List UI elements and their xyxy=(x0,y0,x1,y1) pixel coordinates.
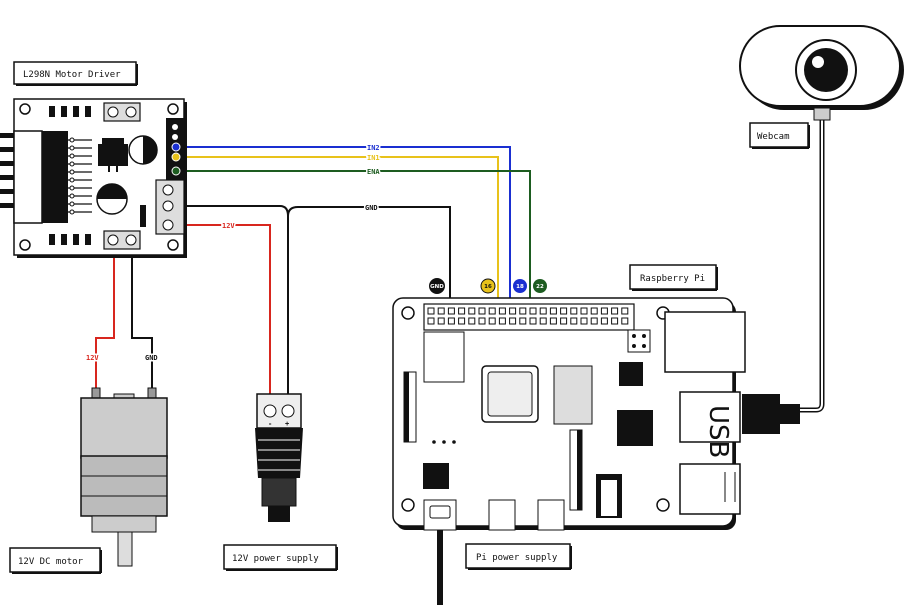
gpio-pin xyxy=(427,307,435,315)
gpio-pin xyxy=(488,307,496,315)
gpio-pin xyxy=(519,317,527,325)
jack-minus: - xyxy=(268,420,272,428)
wire-label-12v: 12V xyxy=(222,222,235,230)
label-raspberry-pi: Raspberry Pi xyxy=(640,274,705,284)
label-box-pi-power: Pi power supply xyxy=(465,543,572,570)
gpio-pin xyxy=(539,307,547,315)
raspberry-pi: USB xyxy=(392,297,800,531)
gpio-badge-18: 18 xyxy=(516,284,524,290)
wire-label-gnd: GND xyxy=(365,204,378,212)
gpio-pin xyxy=(549,317,557,325)
label-box-webcam: Webcam xyxy=(749,122,810,149)
wire-ena xyxy=(176,170,531,312)
gpio-pin xyxy=(509,317,517,325)
label-dc-motor: 12V DC motor xyxy=(18,557,84,567)
gpio-pin xyxy=(600,307,608,315)
wire-motor-gnd xyxy=(131,244,153,395)
webcam xyxy=(739,25,904,121)
gpio-pin xyxy=(621,317,629,325)
gpio-pin xyxy=(549,307,557,315)
gpio-pin xyxy=(498,317,506,325)
gpio-pin xyxy=(611,307,619,315)
gpio-pin xyxy=(468,317,476,325)
jack-plus: + xyxy=(285,420,289,428)
gpio-pin xyxy=(478,307,486,315)
gpio-pin xyxy=(509,307,517,315)
wire-gnd xyxy=(168,205,451,412)
gpio-pin xyxy=(519,307,527,315)
gpio-badges: GND 16 18 22 xyxy=(429,278,547,294)
wire-label-in1: IN1 xyxy=(367,154,380,162)
gpio-pin xyxy=(447,317,455,325)
gpio-pin xyxy=(570,317,578,325)
gpio-pin xyxy=(560,317,568,325)
svg-text:USB: USB xyxy=(703,405,733,458)
gpio-badge-gnd: GND xyxy=(430,284,444,290)
gpio-pin xyxy=(488,317,496,325)
gpio-pin xyxy=(590,317,598,325)
gpio-pin xyxy=(580,317,588,325)
wire-label-motor-gnd: GND xyxy=(145,354,158,362)
gpio-pin xyxy=(621,307,629,315)
gpio-pin xyxy=(529,307,537,315)
gpio-pin xyxy=(560,307,568,315)
gpio-pin xyxy=(570,307,578,315)
gpio-badge-16: 16 xyxy=(484,284,492,290)
gpio-pin xyxy=(437,317,445,325)
gpio-pin xyxy=(529,317,537,325)
gpio-pin xyxy=(611,317,619,325)
gpio-pin xyxy=(498,307,506,315)
label-pi-power: Pi power supply xyxy=(476,553,558,563)
l298n-motor-driver: L298N Motor Driver xyxy=(0,61,187,258)
label-motor-driver: L298N Motor Driver xyxy=(23,70,121,80)
gpio-pin xyxy=(447,307,455,315)
label-12v-power: 12V power supply xyxy=(232,554,319,564)
label-box-dc-motor: 12V DC motor xyxy=(9,547,102,574)
gpio-header xyxy=(427,307,629,325)
label-webcam: Webcam xyxy=(757,132,790,142)
label-box-12v-power: 12V power supply xyxy=(223,544,338,571)
wire-label-in2: IN2 xyxy=(367,144,380,152)
wire-in2 xyxy=(176,146,511,312)
gpio-pin xyxy=(539,317,547,325)
power-supply-12v: - + xyxy=(255,393,303,522)
gpio-pin xyxy=(600,317,608,325)
gpio-pin xyxy=(468,307,476,315)
wires xyxy=(95,100,825,605)
gpio-pin xyxy=(580,307,588,315)
wire-in1 xyxy=(176,156,499,312)
gpio-pin xyxy=(458,317,466,325)
wire-label-ena: ENA xyxy=(367,168,380,176)
gpio-pin xyxy=(590,307,598,315)
wire-label-motor-12v: 12V xyxy=(86,354,99,362)
wire-motor-12v xyxy=(95,244,115,395)
gpio-pin xyxy=(478,317,486,325)
dc-motor xyxy=(80,387,168,567)
gpio-pin xyxy=(427,317,435,325)
gpio-pin xyxy=(458,307,466,315)
gpio-badge-22: 22 xyxy=(536,284,544,290)
wire-12v-supply xyxy=(168,224,271,395)
gpio-pin xyxy=(437,307,445,315)
label-box-raspberry-pi: Raspberry Pi xyxy=(629,264,718,291)
